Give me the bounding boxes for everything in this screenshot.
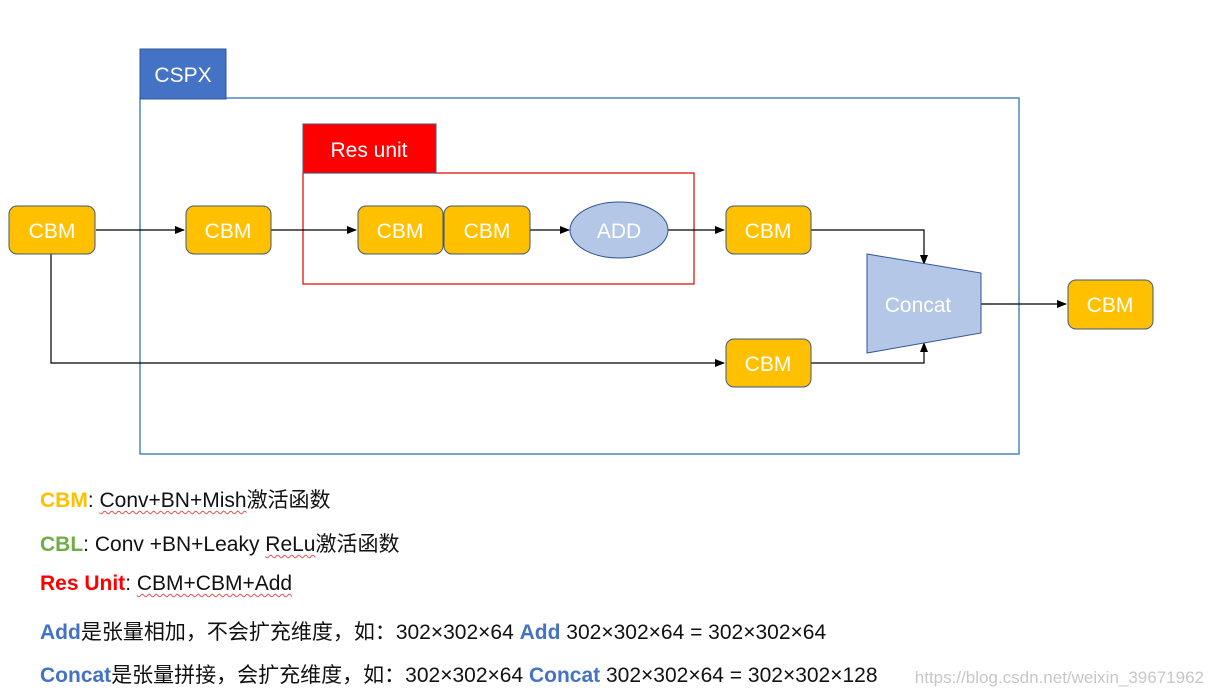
legend-cbm: CBM: Conv+BN+Mish激活函数 bbox=[40, 484, 331, 514]
legend-text-cbl: Conv +BN+Leaky bbox=[94, 533, 266, 556]
svg-text:CBM: CBM bbox=[377, 220, 424, 243]
edge-shortcut bbox=[50, 254, 725, 367]
res-unit-label-box bbox=[302, 123, 437, 174]
cspx-container bbox=[139, 97, 1020, 455]
legend-text-add-2: 302×302×64 = 302×302×64 bbox=[560, 621, 827, 644]
legend-concat: Concat是张量拼接，会扩充维度，如：302×302×64 Concat 30… bbox=[40, 659, 878, 689]
legend-key-add-2: Add bbox=[519, 621, 561, 644]
legend-text-concat: 是张量拼接，会扩充维度，如：302×302×64 bbox=[111, 664, 529, 687]
legend-cbl: CBL: Conv +BN+Leaky ReLu激活函数 bbox=[40, 528, 399, 558]
node-res-cbm-1: CBM bbox=[357, 205, 444, 255]
legend-sep: : bbox=[87, 489, 100, 512]
legend-key-cbl: CBL bbox=[40, 533, 84, 556]
svg-text:Concat: Concat bbox=[885, 294, 952, 317]
legend-sep: : bbox=[83, 533, 95, 556]
svg-text:CBM: CBM bbox=[464, 220, 511, 243]
legend-text-res-unit: CBM+CBM+Add bbox=[136, 572, 293, 595]
svg-text:ADD: ADD bbox=[597, 220, 641, 243]
node-add: ADD bbox=[569, 201, 669, 259]
legend-suffix: 激活函数 bbox=[246, 489, 331, 512]
node-after-res-cbm: CBM bbox=[725, 205, 812, 255]
svg-text:CBM: CBM bbox=[1087, 294, 1134, 317]
edge-shortcut-cbm-to-concat bbox=[811, 342, 928, 364]
res-unit-label: Res unit bbox=[330, 139, 407, 162]
cspx-label: CSPX bbox=[154, 64, 211, 87]
legend-key-concat-2: Concat bbox=[528, 664, 601, 687]
node-output-cbm: CBM bbox=[1067, 279, 1154, 330]
res-unit-container bbox=[302, 172, 695, 285]
node-shortcut-cbm: CBM bbox=[725, 338, 812, 388]
legend-key-cbm: CBM bbox=[40, 489, 88, 512]
svg-text:CBM: CBM bbox=[745, 353, 792, 376]
legend-res-unit: Res Unit: CBM+CBM+Add bbox=[40, 572, 292, 596]
legend-add: Add是张量相加，不会扩充维度，如：302×302×64 Add 302×302… bbox=[40, 616, 826, 646]
node-input-cbm: CBM bbox=[8, 205, 96, 255]
legend-text-concat-2: 302×302×64 = 302×302×128 bbox=[600, 664, 878, 687]
legend-text-relu: ReLu bbox=[265, 533, 316, 556]
legend-key-concat: Concat bbox=[40, 664, 112, 687]
watermark: https://blog.csdn.net/weixin_39671962 bbox=[914, 668, 1204, 687]
legend-sep: : bbox=[125, 572, 137, 595]
node-concat: Concat bbox=[866, 253, 982, 354]
cspx-label-box bbox=[139, 48, 227, 100]
legend-text-cbm: Conv+BN+Mish bbox=[99, 489, 247, 512]
node-first-cbm: CBM bbox=[185, 205, 272, 255]
svg-text:CBM: CBM bbox=[745, 220, 792, 243]
legend-key-res-unit: Res Unit bbox=[40, 572, 126, 595]
svg-text:CBM: CBM bbox=[205, 220, 252, 243]
legend-key-add: Add bbox=[40, 621, 81, 644]
node-res-cbm-2: CBM bbox=[443, 205, 531, 255]
svg-text:CBM: CBM bbox=[29, 220, 76, 243]
cspx-diagram: CSPX Res unit CBM CBM CBM CBM ADD CBM bbox=[8, 48, 1154, 455]
legend-text-add: 是张量相加，不会扩充维度，如：302×302×64 bbox=[80, 621, 520, 644]
legend-suffix: 激活函数 bbox=[315, 533, 400, 556]
edge-cbm-to-concat-top bbox=[811, 229, 928, 265]
